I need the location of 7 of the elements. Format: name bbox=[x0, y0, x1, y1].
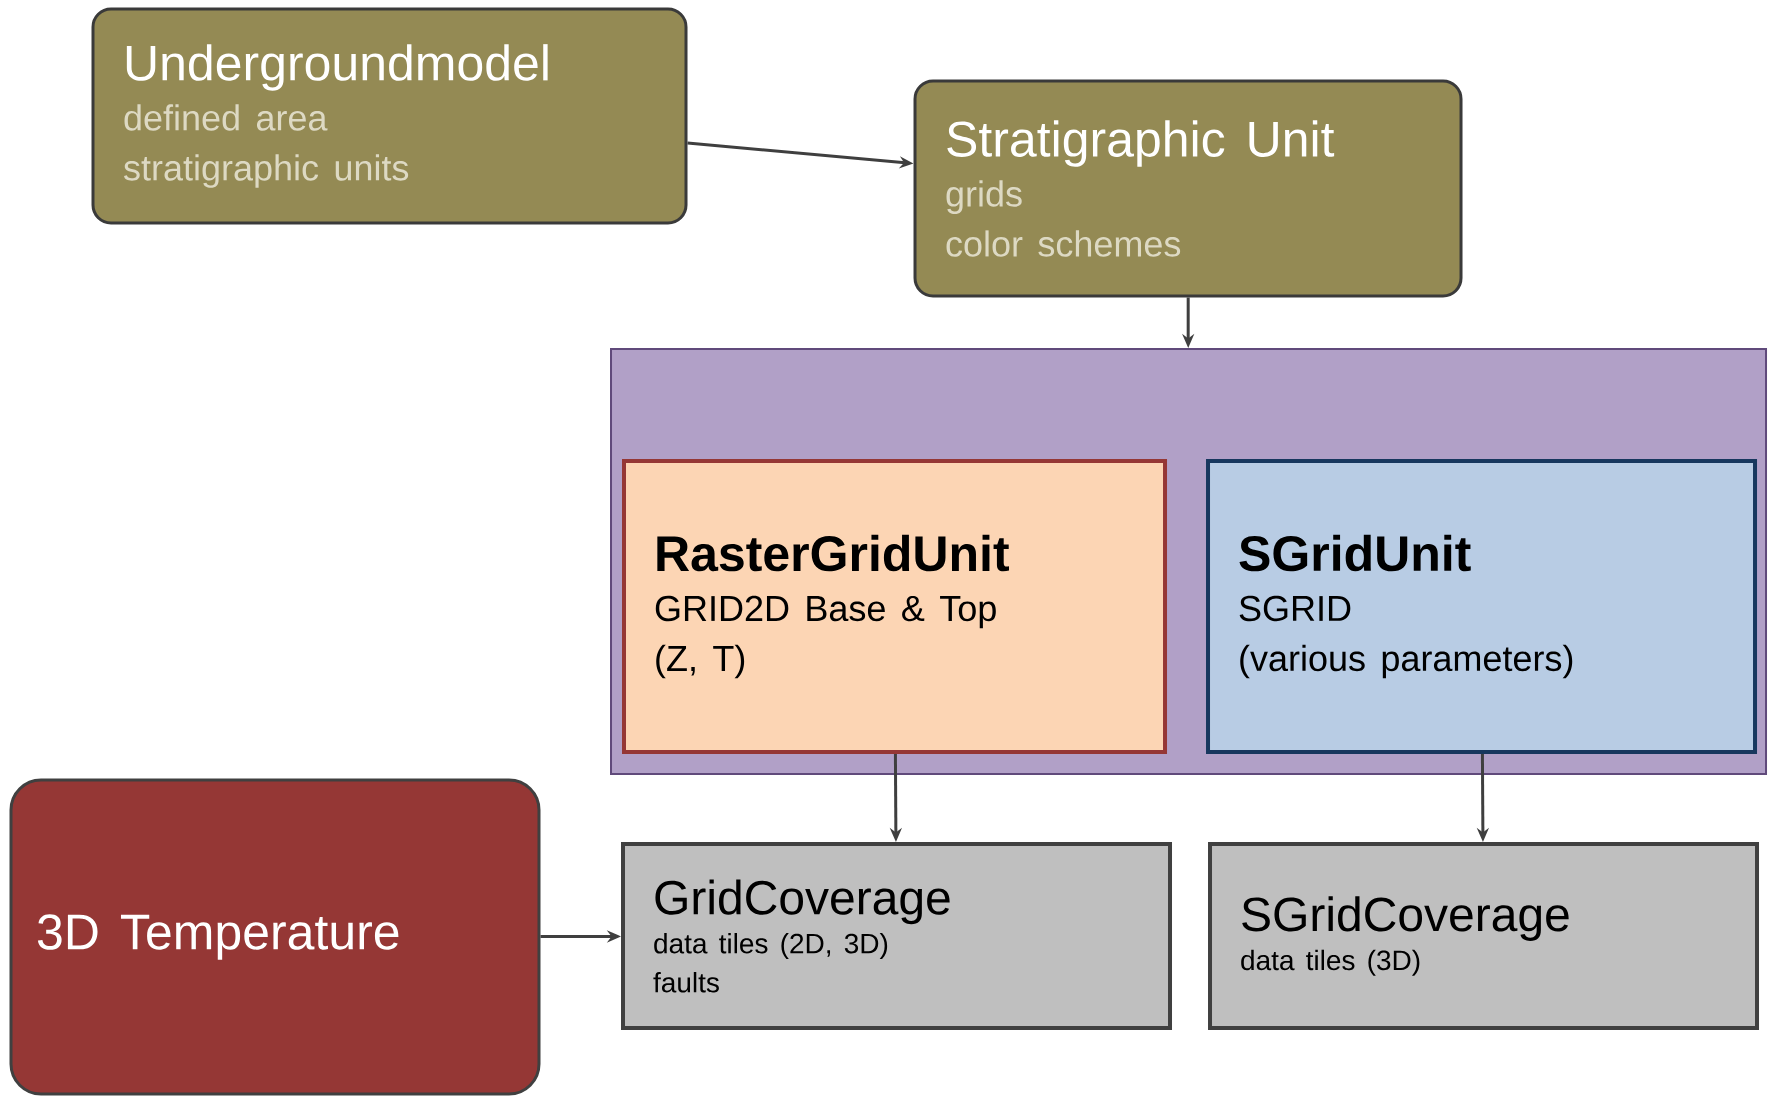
class-box: SGridUnit SGRID (various parameters) bbox=[1206, 459, 1757, 754]
model-box: Undergroundmodel defined area stratigraphic units bbox=[91, 7, 688, 225]
temperature-box: 3D Temperature bbox=[9, 778, 541, 1096]
coverage-box: GridCoverage data tiles (2D, 3D) faults bbox=[621, 842, 1172, 1030]
coverage-box: SGridCoverage data tiles (3D) bbox=[1208, 842, 1759, 1030]
class-box: RasterGridUnit GRID2D Base & Top (Z, T) bbox=[622, 459, 1167, 754]
unit-box: Stratigraphic Unit grids color schemes bbox=[913, 79, 1463, 298]
